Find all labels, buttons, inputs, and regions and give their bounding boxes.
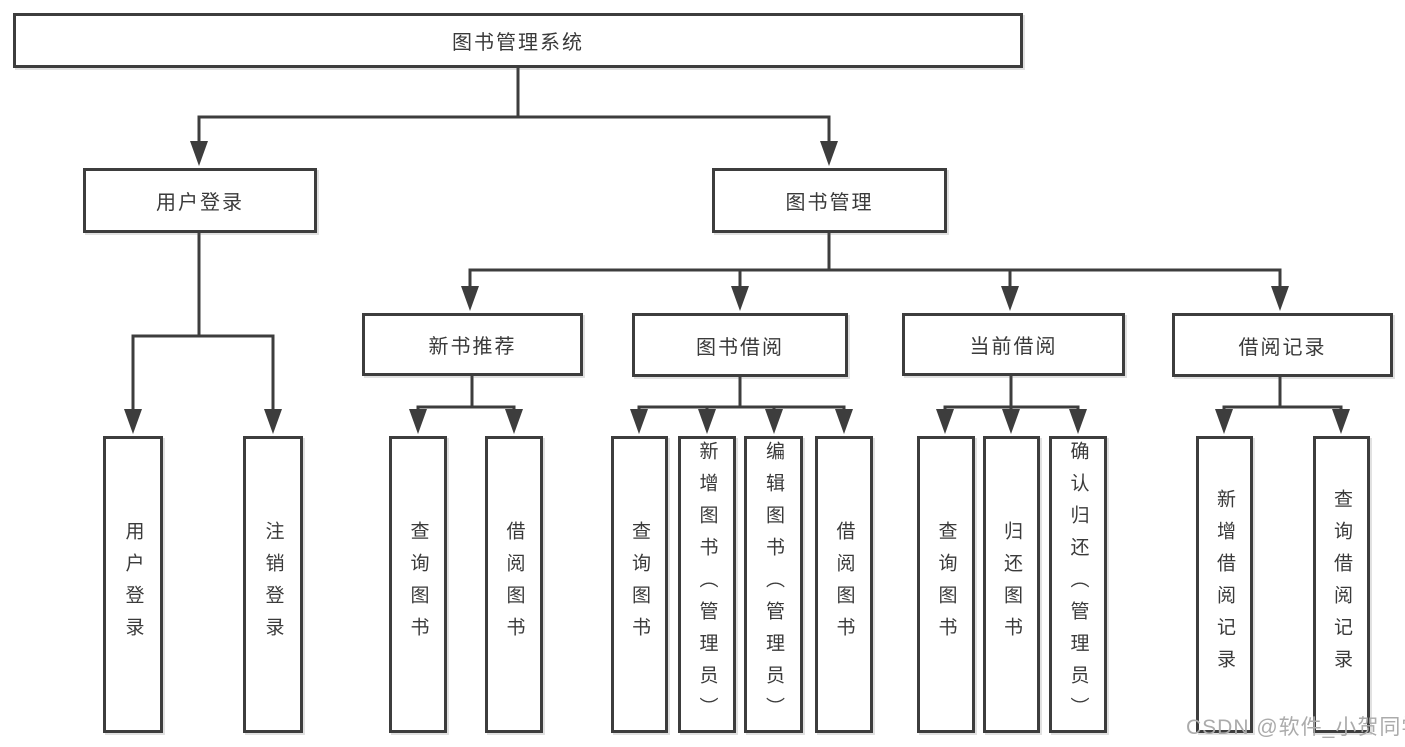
leaf-records-add-borrow-record: 新增借阅记录 xyxy=(1196,436,1253,733)
leaf-label: 注销登录 xyxy=(262,520,284,649)
leaf-newbook-borrow-books: 借阅图书 xyxy=(485,436,543,733)
node-library-management-system: 图书管理系统 xyxy=(13,13,1023,68)
leaf-current-return-books: 归还图书 xyxy=(983,436,1040,733)
node-label: 图书管理系统 xyxy=(452,32,584,54)
leaf-newbook-query-books: 查询图书 xyxy=(389,436,447,733)
csdn-watermark: CSDN @软件_小贺同学 xyxy=(1186,716,1405,739)
leaf-label: 借阅图书 xyxy=(503,520,525,649)
node-new-book-recommendation: 新书推荐 xyxy=(362,313,583,376)
leaf-label: 归还图书 xyxy=(1001,520,1022,649)
leaf-label: 查询图书 xyxy=(935,520,957,649)
leaf-label: 查询借阅记录 xyxy=(1331,488,1352,681)
node-label: 新书推荐 xyxy=(428,336,517,358)
node-book-management: 图书管理 xyxy=(712,168,947,233)
node-label: 图书管理 xyxy=(785,192,874,214)
leaf-current-confirm-return-admin: 确认归还（管理员） xyxy=(1049,436,1107,733)
leaf-label: 用户登录 xyxy=(122,520,144,649)
leaf-user-login: 用户登录 xyxy=(103,436,163,733)
node-label: 当前借阅 xyxy=(969,336,1058,358)
node-label: 用户登录 xyxy=(156,192,244,214)
leaf-borrowing-borrow-books: 借阅图书 xyxy=(815,436,873,733)
node-borrowing-records: 借阅记录 xyxy=(1172,313,1393,377)
node-book-borrowing: 图书借阅 xyxy=(632,313,848,377)
node-label: 图书借阅 xyxy=(696,336,784,359)
node-user-login: 用户登录 xyxy=(83,168,317,233)
leaf-label: 新增借阅记录 xyxy=(1214,488,1235,681)
node-current-borrowing: 当前借阅 xyxy=(902,313,1125,376)
leaf-label: 查询图书 xyxy=(407,520,429,649)
leaf-current-query-books: 查询图书 xyxy=(917,436,975,733)
leaf-label: 确认归还（管理员） xyxy=(1067,440,1089,729)
leaf-label: 新增图书（管理员） xyxy=(696,440,718,729)
leaf-records-query-borrow-record: 查询借阅记录 xyxy=(1313,436,1370,733)
leaf-borrowing-query-books: 查询图书 xyxy=(611,436,668,733)
node-label: 借阅记录 xyxy=(1238,336,1327,359)
leaf-label: 查询图书 xyxy=(629,520,650,649)
leaf-borrowing-edit-books-admin: 编辑图书（管理员） xyxy=(744,436,803,733)
leaf-logout-login: 注销登录 xyxy=(243,436,303,733)
leaf-label: 编辑图书（管理员） xyxy=(763,440,784,729)
leaf-borrowing-add-books-admin: 新增图书（管理员） xyxy=(678,436,736,733)
leaf-label: 借阅图书 xyxy=(833,520,855,649)
